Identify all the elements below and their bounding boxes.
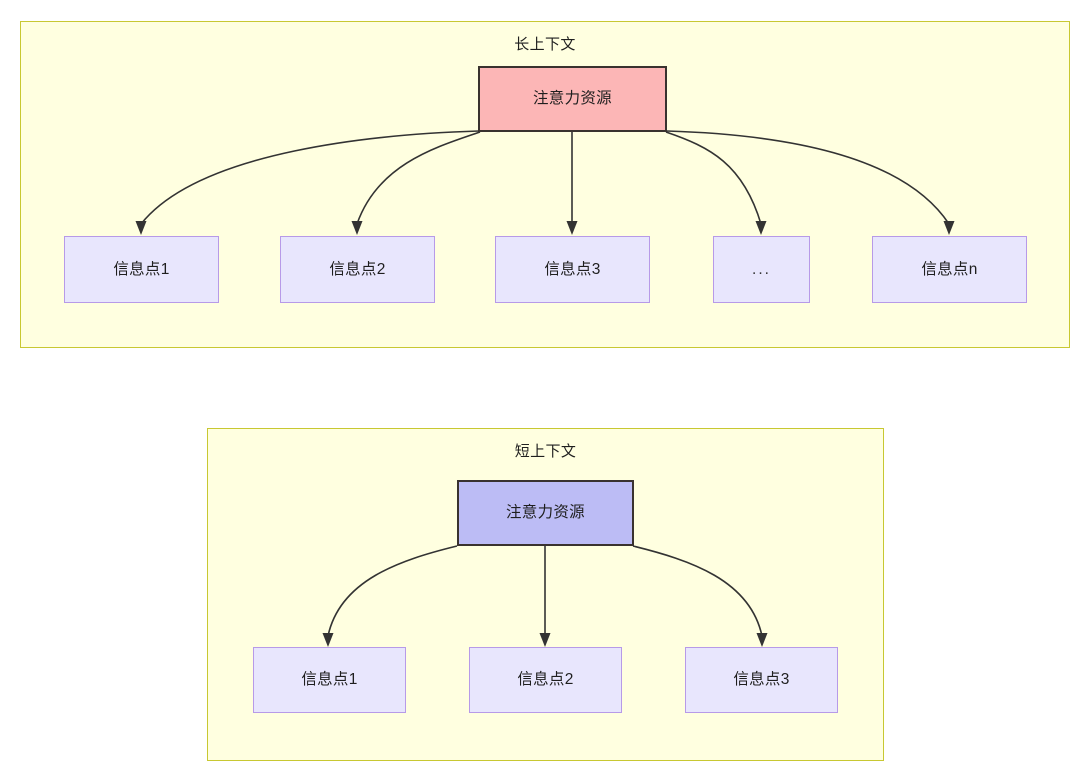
node-attention-long-label: 注意力资源 bbox=[532, 90, 612, 108]
node-attention-short[interactable]: 注意力资源 bbox=[457, 480, 634, 546]
group-short-context-title: 短上下文 bbox=[514, 443, 577, 460]
node-info-long-3[interactable]: 信息点3 bbox=[495, 236, 650, 303]
node-info-long-1-label: 信息点1 bbox=[113, 260, 170, 278]
node-attention-short-label: 注意力资源 bbox=[505, 504, 585, 522]
node-info-short-2[interactable]: 信息点2 bbox=[469, 647, 622, 713]
node-info-short-3[interactable]: 信息点3 bbox=[685, 647, 838, 713]
node-info-long-3-label: 信息点3 bbox=[544, 260, 601, 278]
node-attention-long[interactable]: 注意力资源 bbox=[478, 66, 667, 132]
node-info-long-n[interactable]: 信息点n bbox=[872, 236, 1027, 303]
node-info-long-n-label: 信息点n bbox=[921, 260, 978, 278]
group-long-context-title: 长上下文 bbox=[514, 36, 576, 53]
node-info-short-1-label: 信息点1 bbox=[301, 671, 358, 689]
node-info-long-2[interactable]: 信息点2 bbox=[280, 236, 435, 303]
node-info-short-1[interactable]: 信息点1 bbox=[253, 647, 406, 713]
node-info-short-3-label: 信息点3 bbox=[733, 671, 790, 689]
node-info-short-2-label: 信息点2 bbox=[517, 671, 574, 689]
node-info-long-ellipsis[interactable]: ... bbox=[713, 236, 810, 303]
node-info-long-ellipsis-label: ... bbox=[752, 260, 771, 278]
node-info-long-2-label: 信息点2 bbox=[329, 260, 386, 278]
node-info-long-1[interactable]: 信息点1 bbox=[64, 236, 219, 303]
